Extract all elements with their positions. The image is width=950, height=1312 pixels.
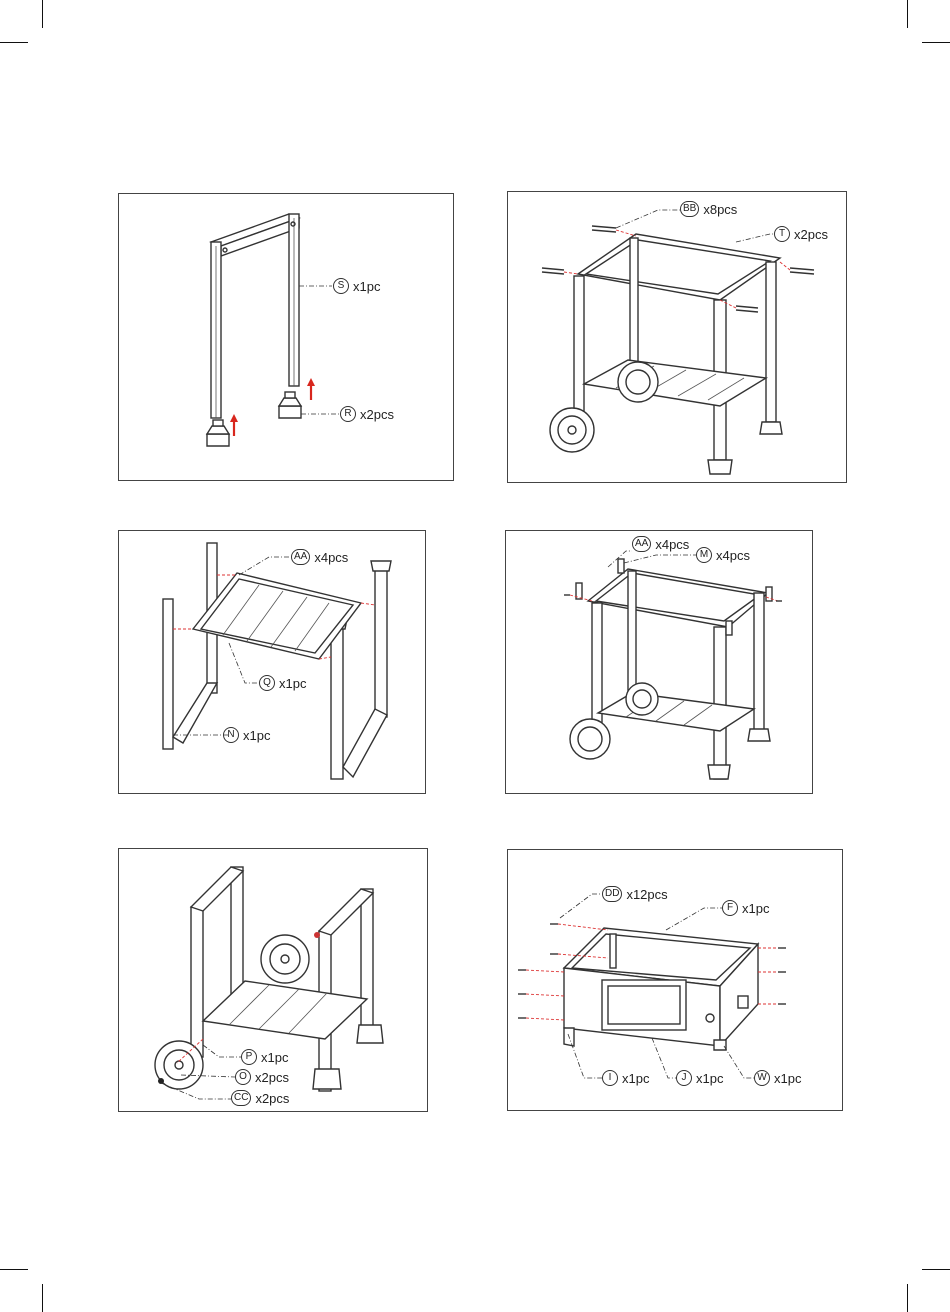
part-quantity: x4pcs xyxy=(655,537,689,552)
callout-label: P x1pc xyxy=(241,1049,288,1065)
part-letter: S xyxy=(333,278,349,294)
callout-label: AA x4pcs xyxy=(291,549,348,565)
crop-mark xyxy=(0,1269,28,1270)
callout-label: N x1pc xyxy=(223,727,270,743)
part-letter: CC xyxy=(231,1090,251,1106)
callout-label: R x2pcs xyxy=(340,406,394,422)
callout-label: J x1pc xyxy=(676,1070,723,1086)
part-letter: AA xyxy=(632,536,651,552)
part-quantity: x1pc xyxy=(622,1071,649,1086)
part-letter: I xyxy=(602,1070,618,1086)
wheel-back xyxy=(618,362,658,402)
part-quantity: x12pcs xyxy=(626,887,667,902)
step-panel-3: AA x4pcs Q x1pc N x1pc xyxy=(118,530,426,794)
part-letter: R xyxy=(340,406,356,422)
part-quantity: x2pcs xyxy=(360,407,394,422)
step-panel-4: AA x4pcs M x4pcs xyxy=(505,530,813,794)
callout-label: M x4pcs xyxy=(696,547,750,563)
part-quantity: x1pc xyxy=(243,728,270,743)
callout-label: BB x8pcs xyxy=(680,201,737,217)
wheel xyxy=(550,408,594,452)
part-letter: P xyxy=(241,1049,257,1065)
callout-label: AA x4pcs xyxy=(632,536,689,552)
foot-r-left xyxy=(207,420,229,446)
part-letter: M xyxy=(696,547,712,563)
part-letter: O xyxy=(235,1069,251,1085)
part-quantity: x2pcs xyxy=(794,227,828,242)
part-letter: N xyxy=(223,727,239,743)
part-letter: T xyxy=(774,226,790,242)
part-letter: Q xyxy=(259,675,275,691)
part-quantity: x2pcs xyxy=(255,1091,289,1106)
part-letter: F xyxy=(722,900,738,916)
part-quantity: x1pc xyxy=(279,676,306,691)
step-panel-5: P x1pc O x2pcs CC x2pcs xyxy=(118,848,428,1112)
foot-r-right xyxy=(279,392,301,418)
crop-mark xyxy=(907,0,908,28)
part-letter: BB xyxy=(680,201,699,217)
frame-s-with-feet-illustration xyxy=(119,194,454,481)
crop-mark xyxy=(42,1284,43,1312)
crop-mark xyxy=(0,42,28,43)
part-quantity: x1pc xyxy=(353,279,380,294)
callout-label: W x1pc xyxy=(754,1070,801,1086)
part-quantity: x4pcs xyxy=(314,550,348,565)
part-quantity: x1pc xyxy=(696,1071,723,1086)
step-panel-1: S x1pc R x2pcs xyxy=(118,193,454,481)
part-quantity: x2pcs xyxy=(255,1070,289,1085)
part-letter: DD xyxy=(602,886,622,902)
part-letter: AA xyxy=(291,549,310,565)
callout-label: T x2pcs xyxy=(774,226,828,242)
callout-label: Q x1pc xyxy=(259,675,306,691)
callout-label: DD x12pcs xyxy=(602,886,668,902)
step-panel-6: DD x12pcs F x1pc I x1pc J x1pc W x1pc xyxy=(507,849,843,1111)
crop-mark xyxy=(907,1284,908,1312)
part-quantity: x8pcs xyxy=(703,202,737,217)
part-letter: W xyxy=(754,1070,770,1086)
part-quantity: x4pcs xyxy=(716,548,750,563)
part-quantity: x1pc xyxy=(742,901,769,916)
callout-label: O x2pcs xyxy=(235,1069,289,1085)
step-panel-2: BB x8pcs T x2pcs xyxy=(507,191,847,483)
shelf-and-side-frames-illustration xyxy=(119,531,426,794)
part-letter: J xyxy=(676,1070,692,1086)
callout-label: I x1pc xyxy=(602,1070,649,1086)
part-quantity: x1pc xyxy=(261,1050,288,1065)
callout-label: CC x2pcs xyxy=(231,1090,289,1106)
crop-mark xyxy=(922,1269,950,1270)
crop-mark xyxy=(42,0,43,28)
cart-with-brackets-illustration xyxy=(506,531,813,794)
part-quantity: x1pc xyxy=(774,1071,801,1086)
callout-label: F x1pc xyxy=(722,900,769,916)
callout-label: S x1pc xyxy=(333,278,380,294)
crop-mark xyxy=(922,42,950,43)
